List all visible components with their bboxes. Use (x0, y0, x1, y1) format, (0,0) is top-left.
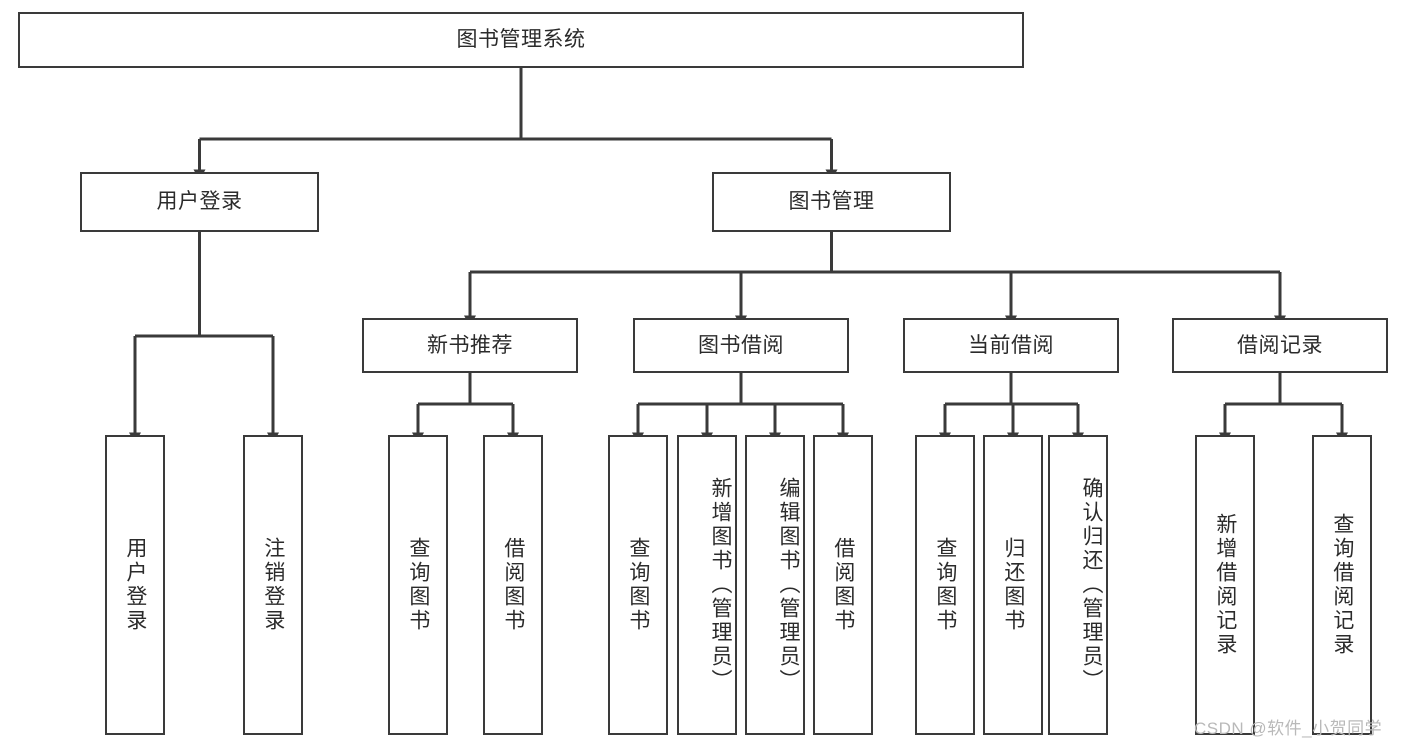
node-current[interactable]: 当前借阅 (903, 318, 1119, 373)
node-label: 新增图书（管理员） (709, 477, 732, 693)
node-label: 当前借阅 (968, 333, 1054, 357)
node-label: 图书管理 (788, 190, 875, 214)
node-bookmgmt[interactable]: 图书管理 (712, 172, 951, 232)
node-label: 注销登录 (261, 537, 285, 633)
node-label: 图书借阅 (698, 333, 784, 357)
watermark-label: CSDN @软件_小贺同学 (1194, 719, 1383, 738)
node-label: 查询图书 (406, 537, 430, 633)
node-l-bb1[interactable]: 借阅图书 (483, 435, 543, 735)
node-login[interactable]: 用户登录 (80, 172, 319, 232)
connector-lines (129, 68, 1348, 444)
node-l-bb2[interactable]: 借阅图书 (813, 435, 873, 735)
node-l-logout[interactable]: 注销登录 (243, 435, 303, 735)
node-label: 归还图书 (1001, 537, 1025, 633)
node-l-login[interactable]: 用户登录 (105, 435, 165, 735)
node-borrow[interactable]: 图书借阅 (633, 318, 849, 373)
node-l-confirm[interactable]: 确认归还（管理员） (1048, 435, 1108, 735)
node-l-qb1[interactable]: 查询图书 (388, 435, 448, 735)
node-label: 确认归还（管理员） (1080, 477, 1103, 693)
node-label: 查询图书 (933, 537, 957, 633)
node-l-addbook[interactable]: 新增图书（管理员） (677, 435, 737, 735)
node-records[interactable]: 借阅记录 (1172, 318, 1388, 373)
node-label: 新增借阅记录 (1213, 513, 1237, 657)
node-l-qryrec[interactable]: 查询借阅记录 (1312, 435, 1372, 735)
node-label: 用户登录 (123, 537, 147, 633)
node-newbook[interactable]: 新书推荐 (362, 318, 578, 373)
node-l-qb2[interactable]: 查询图书 (608, 435, 668, 735)
node-label: 新书推荐 (427, 333, 513, 357)
node-label: 借阅图书 (831, 537, 855, 633)
node-l-qb3[interactable]: 查询图书 (915, 435, 975, 735)
node-label: 图书管理系统 (456, 28, 586, 52)
node-label: 借阅图书 (501, 537, 525, 633)
node-root[interactable]: 图书管理系统 (18, 12, 1024, 68)
node-label: 编辑图书（管理员） (777, 477, 800, 693)
node-l-editbook[interactable]: 编辑图书（管理员） (745, 435, 805, 735)
node-l-addrec[interactable]: 新增借阅记录 (1195, 435, 1255, 735)
node-label: 用户登录 (156, 190, 243, 214)
node-l-return[interactable]: 归还图书 (983, 435, 1043, 735)
node-label: 借阅记录 (1237, 333, 1323, 357)
node-label: 查询图书 (626, 537, 650, 633)
node-label: 查询借阅记录 (1330, 513, 1354, 657)
